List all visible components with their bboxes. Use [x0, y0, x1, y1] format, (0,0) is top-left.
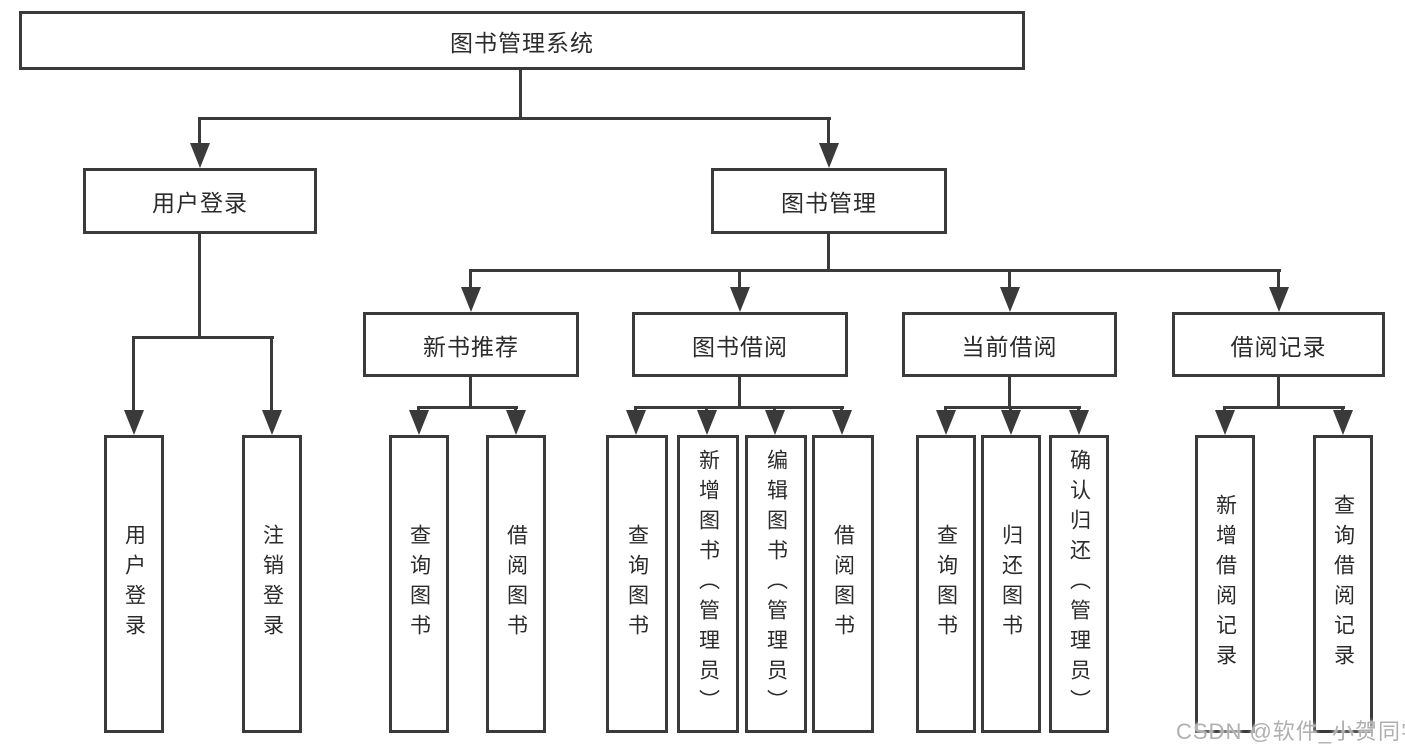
- leaf-add-book-admin: 新增图书（管理员）: [677, 435, 739, 733]
- arrow-down-icon: [124, 410, 144, 435]
- leaf-query-borrow-record: 查询借阅记录: [1313, 435, 1373, 733]
- connector-split: [635, 406, 844, 409]
- arrow-down-icon: [1215, 410, 1235, 435]
- connector-split: [1224, 406, 1345, 409]
- leaf-user-login: 用户登录: [104, 435, 164, 733]
- leaf-label: 新增图书（管理员）: [696, 449, 720, 719]
- leaf-label: 编辑图书（管理员）: [764, 449, 788, 719]
- connector-shaft: [270, 336, 273, 414]
- leaf-label: 归还图书: [999, 524, 1023, 644]
- node-label: 当前借阅: [961, 333, 1058, 360]
- leaf-label: 用户登录: [122, 524, 146, 644]
- leaf-label: 新增借阅记录: [1213, 494, 1237, 674]
- connector-shaft: [1277, 269, 1280, 290]
- connector-shaft: [132, 336, 135, 414]
- leaf-label: 查询图书: [625, 524, 649, 644]
- leaf-label: 注销登录: [260, 524, 284, 644]
- arrow-down-icon: [1001, 410, 1021, 435]
- arrow-down-icon: [819, 143, 839, 168]
- connector-split: [418, 406, 518, 409]
- arrow-down-icon: [461, 287, 481, 312]
- connector-shaft: [469, 269, 472, 290]
- node-label: 新书推荐: [423, 333, 519, 360]
- connector-user-login-split: [133, 336, 274, 339]
- leaf-label: 查询借阅记录: [1331, 494, 1355, 674]
- connector-stem: [1008, 375, 1011, 408]
- connector-stem: [1277, 375, 1280, 408]
- leaf-logout: 注销登录: [242, 435, 302, 733]
- leaf-label: 查询图书: [407, 524, 431, 644]
- leaf-borrow-books-recommend: 借阅图书: [486, 435, 546, 733]
- node-library-management-system: 图书管理系统: [19, 11, 1025, 70]
- connector-book-management-stem: [827, 234, 830, 272]
- connector-stem: [469, 375, 472, 408]
- leaf-query-books-borrow: 查询图书: [606, 435, 668, 733]
- arrow-down-icon: [1269, 287, 1289, 312]
- node-label: 用户登录: [152, 190, 248, 216]
- arrow-down-icon: [626, 410, 646, 435]
- arrow-down-icon: [832, 410, 852, 435]
- connector-shaft: [738, 269, 741, 290]
- arrow-down-icon: [190, 143, 210, 168]
- node-label: 图书管理: [781, 190, 877, 216]
- leaf-query-books-current: 查询图书: [916, 435, 976, 733]
- node-label: 图书借阅: [692, 333, 788, 360]
- connector-user-login-stem: [198, 234, 201, 338]
- arrow-down-icon: [765, 410, 785, 435]
- watermark: CSDN @软件_小贺同学: [1176, 719, 1405, 744]
- leaf-edit-book-admin: 编辑图书（管理员）: [745, 435, 807, 733]
- arrow-down-icon: [730, 287, 750, 312]
- connector-root-stem: [519, 70, 522, 119]
- node-new-book-recommend: 新书推荐: [363, 312, 579, 377]
- connector-split: [945, 406, 1081, 409]
- arrow-down-icon: [697, 410, 717, 435]
- arrow-down-icon: [506, 410, 526, 435]
- connector-root-split: [198, 117, 831, 120]
- leaf-label: 确认归还（管理员）: [1067, 449, 1091, 719]
- leaf-return-book: 归还图书: [981, 435, 1041, 733]
- node-label: 图书管理系统: [450, 29, 594, 56]
- node-label: 借阅记录: [1230, 333, 1327, 360]
- node-current-borrow: 当前借阅: [902, 312, 1117, 377]
- leaf-label: 借阅图书: [504, 524, 528, 644]
- node-book-management: 图书管理: [711, 168, 947, 234]
- connector-book-management-split: [470, 269, 1281, 272]
- leaf-borrow-books: 借阅图书: [812, 435, 874, 733]
- arrow-down-icon: [1333, 410, 1353, 435]
- connector-to-user-login: [198, 117, 201, 147]
- node-user-login: 用户登录: [83, 168, 317, 234]
- node-book-borrow: 图书借阅: [632, 312, 848, 377]
- connector-to-book-management: [827, 117, 830, 147]
- leaf-label: 借阅图书: [831, 524, 855, 644]
- leaf-label: 查询图书: [934, 524, 958, 644]
- arrow-down-icon: [1000, 287, 1020, 312]
- leaf-query-books-recommend: 查询图书: [389, 435, 449, 733]
- arrow-down-icon: [262, 410, 282, 435]
- connector-shaft: [1008, 269, 1011, 290]
- connector-stem: [738, 375, 741, 408]
- node-borrow-records: 借阅记录: [1172, 312, 1385, 377]
- arrow-down-icon: [409, 410, 429, 435]
- leaf-add-borrow-record: 新增借阅记录: [1195, 435, 1255, 733]
- leaf-confirm-return-admin: 确认归还（管理员）: [1049, 435, 1109, 733]
- arrow-down-icon: [936, 410, 956, 435]
- arrow-down-icon: [1069, 410, 1089, 435]
